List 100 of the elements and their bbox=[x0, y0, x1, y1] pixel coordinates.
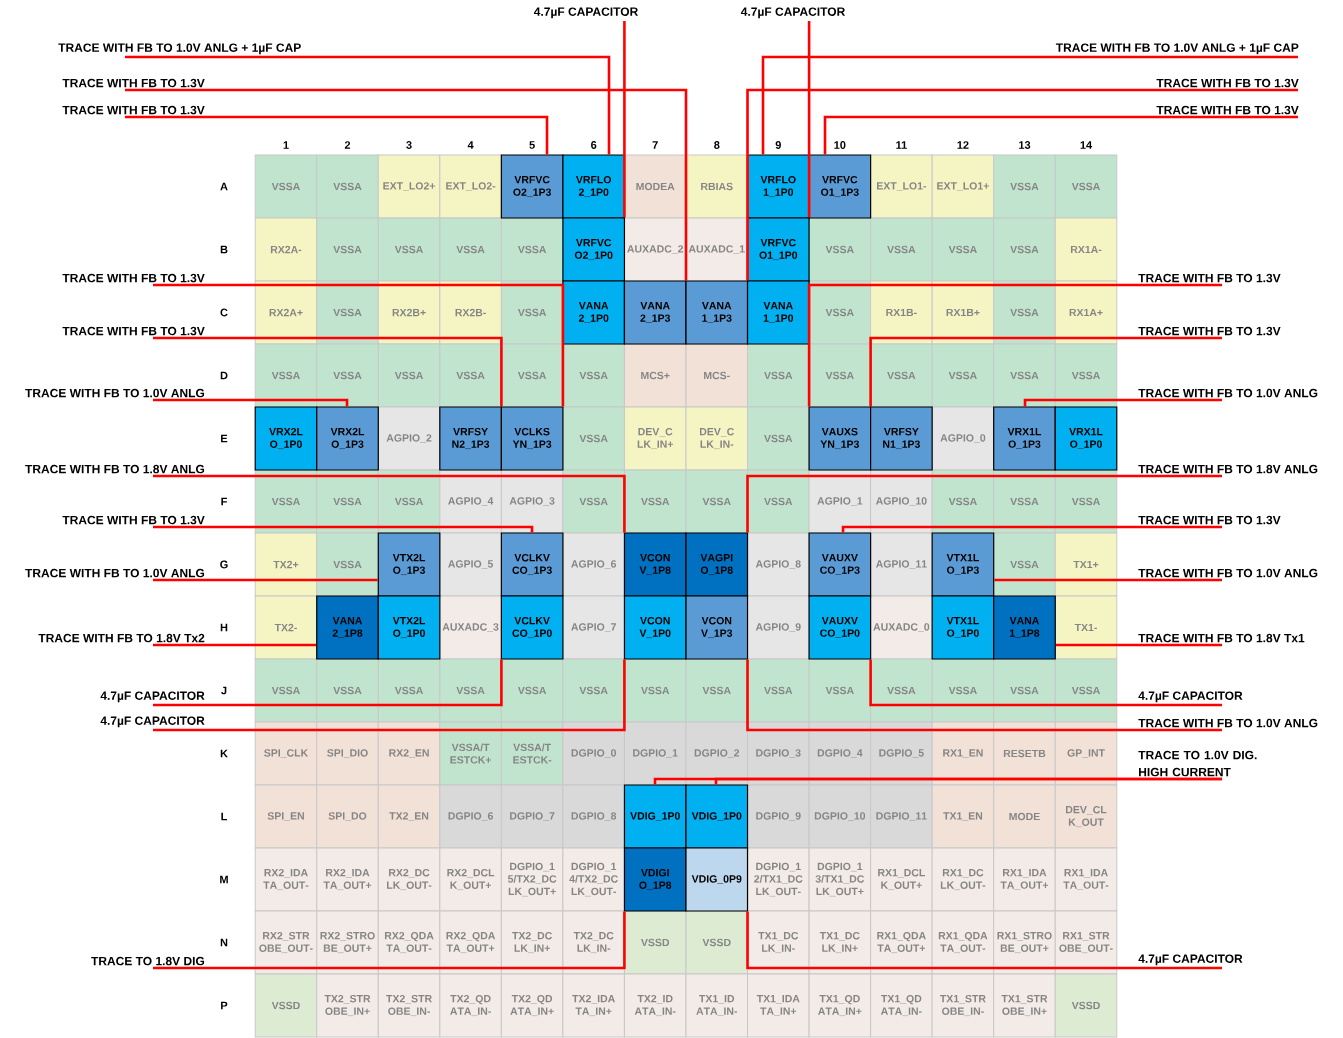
callout-text: TRACE WITH FB TO 1.0V ANLG bbox=[1138, 388, 1318, 398]
column-number: 2 bbox=[344, 141, 351, 149]
pin-cell: SPI_CLK bbox=[254, 721, 318, 786]
pin-cell: AGPIO_7 bbox=[562, 595, 625, 660]
leader-line bbox=[153, 659, 503, 707]
pin-cell: VCLKVCO_1P0 bbox=[500, 595, 564, 660]
pin-cell: VSSA bbox=[931, 217, 995, 282]
pin-cell: VSSA bbox=[562, 469, 625, 534]
callout-text: TRACE WITH FB TO 1.0V ANLG bbox=[1138, 718, 1318, 728]
leader-line bbox=[761, 55, 1298, 155]
row-letter: E bbox=[221, 434, 228, 443]
row-letter: G bbox=[220, 560, 228, 569]
pin-cell: VSSA/TESTCK+ bbox=[439, 721, 502, 786]
pin-cell: VSSA bbox=[254, 658, 318, 723]
column-number: 12 bbox=[957, 141, 969, 149]
pin-cell: RBIAS bbox=[685, 154, 749, 219]
pin-cell: RX1_DCLK_OUT- bbox=[931, 847, 995, 912]
pin-cell: TX2_DCLK_IN+ bbox=[500, 910, 564, 975]
pin-cell: DGPIO_3 bbox=[747, 721, 810, 786]
leader-line bbox=[125, 55, 611, 155]
callout-text: 4.7µF CAPACITOR bbox=[100, 716, 205, 728]
callout-text: TRACE WITH FB TO 1.3V bbox=[1138, 273, 1281, 283]
pin-cell: VSSA bbox=[562, 343, 625, 408]
pin-cell: VSSA bbox=[931, 343, 995, 408]
pin-cell: VRX1LO_1P3 bbox=[993, 406, 1056, 471]
pin-cell: VSSD bbox=[1054, 973, 1118, 1038]
pin-cell: AGPIO_3 bbox=[500, 469, 564, 534]
pin-cell: TX1- bbox=[1054, 595, 1118, 660]
row-letter: H bbox=[220, 623, 228, 632]
pin-cell: RX2_EN bbox=[377, 721, 441, 786]
pin-cell: AGPIO_9 bbox=[747, 595, 810, 660]
pin-cell: VRFVCO1_1P3 bbox=[808, 154, 872, 219]
row-letter: J bbox=[221, 686, 227, 695]
pin-cell: VSSA/TESTCK- bbox=[500, 721, 564, 786]
pin-cell: VSSA bbox=[993, 154, 1056, 219]
row-letter: B bbox=[220, 245, 228, 254]
pin-cell: TX2+ bbox=[254, 532, 318, 597]
pin-cell: VSSA bbox=[931, 658, 995, 723]
pin-cell: RESETB bbox=[993, 721, 1056, 786]
pin-cell: TX1_QDATA_IN+ bbox=[808, 973, 872, 1038]
pin-cell: DGPIO_5 bbox=[870, 721, 933, 786]
pin-cell: VSSA bbox=[747, 658, 810, 723]
pin-cell: MODEA bbox=[623, 154, 687, 219]
pin-cell: VTX2LO_1P0 bbox=[377, 595, 441, 660]
pin-cell: DGPIO_11 bbox=[870, 784, 933, 849]
pin-cell: AUXADC_3 bbox=[439, 595, 502, 660]
pin-cell: TX1_STROBE_IN+ bbox=[993, 973, 1056, 1038]
pin-cell: AGPIO_5 bbox=[439, 532, 502, 597]
pin-cell: VSSA bbox=[316, 532, 379, 597]
pin-cell: VSSA bbox=[747, 469, 810, 534]
pin-cell: VDIG_1P0 bbox=[685, 784, 749, 849]
column-number: 3 bbox=[406, 141, 412, 149]
pin-cell: TX1_DCLK_IN- bbox=[747, 910, 810, 975]
pin-cell: RX1_STROBE_OUT- bbox=[1054, 910, 1118, 975]
pin-cell: VSSA bbox=[1054, 343, 1118, 408]
pin-cell: VSSA bbox=[1054, 469, 1118, 534]
callout-text: TRACE WITH FB TO 1.8V Tx1 bbox=[1138, 633, 1305, 643]
pin-cell: VSSA bbox=[808, 658, 872, 723]
pin-cell: RX1_IDATA_OUT- bbox=[1054, 847, 1118, 912]
pin-cell: RX2A- bbox=[254, 217, 318, 282]
pin-cell: VSSA bbox=[500, 217, 564, 282]
pin-cell: VSSA bbox=[500, 280, 564, 345]
pin-cell: RX2_QDATA_OUT+ bbox=[439, 910, 502, 975]
pin-cell: VDIG_0P9 bbox=[685, 847, 749, 912]
pin-cell: VAUXVCO_1P0 bbox=[808, 595, 872, 660]
row-letter: M bbox=[220, 875, 228, 884]
pin-cell: VSSA bbox=[316, 280, 379, 345]
pin-cell: DGPIO_9 bbox=[747, 784, 810, 849]
leader-line bbox=[807, 283, 1222, 407]
pin-cell: VTX1LO_1P0 bbox=[931, 595, 995, 660]
pin-cell: RX1_QDATA_OUT- bbox=[931, 910, 995, 975]
pin-cell: VSSA bbox=[316, 469, 379, 534]
pin-cell: VCLKSYN_1P3 bbox=[500, 406, 564, 471]
pin-cell: VSSD bbox=[623, 910, 687, 975]
column-number: 14 bbox=[1080, 141, 1093, 149]
leader-line bbox=[153, 659, 626, 732]
leader-line bbox=[746, 88, 1298, 281]
callout-text: TRACE WITH FB TO 1.3V bbox=[62, 78, 205, 88]
leader-line bbox=[1023, 398, 1222, 407]
callout-text: 4.7µF CAPACITOR bbox=[533, 7, 638, 19]
callout-text: TRACE WITH FB TO 1.8V ANLG bbox=[1138, 464, 1318, 474]
pin-cell: VANA2_1P3 bbox=[623, 280, 687, 345]
pin-cell: EXT_LO1+ bbox=[931, 154, 995, 219]
pin-cell: RX1B+ bbox=[931, 280, 995, 345]
leader-line bbox=[153, 911, 626, 970]
pin-cell: MCS+ bbox=[623, 343, 687, 408]
pin-cell: VSSA bbox=[562, 658, 625, 723]
pin-cell: TX1_DCLK_IN+ bbox=[808, 910, 872, 975]
pin-cell: DGPIO_7 bbox=[500, 784, 564, 849]
pin-cell: DGPIO_15/TX2_DCLK_OUT+ bbox=[500, 847, 564, 912]
pin-cell: VSSA bbox=[685, 469, 749, 534]
pin-cell: VSSA bbox=[439, 658, 502, 723]
pin-cell: DGPIO_14/TX2_DCLK_OUT- bbox=[562, 847, 625, 912]
pin-cell: DGPIO_4 bbox=[808, 721, 872, 786]
callout-text: TRACE WITH FB TO 1.3V bbox=[62, 105, 205, 115]
pin-cell: VSSA bbox=[747, 343, 810, 408]
pin-cell: RX2_QDATA_OUT- bbox=[377, 910, 441, 975]
pin-cell: VSSA bbox=[500, 658, 564, 723]
pin-cell: VSSA bbox=[316, 658, 379, 723]
pin-cell: VRFLO2_1P0 bbox=[562, 154, 626, 219]
